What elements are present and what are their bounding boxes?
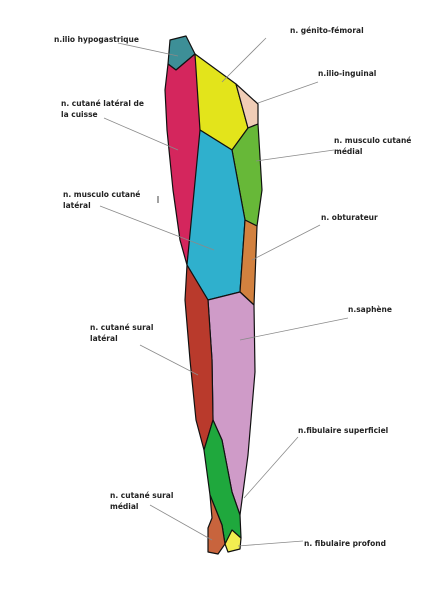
label-cutane-sural-lateral-line2: latéral: [90, 334, 118, 343]
label-fibulaire-superficiel: n.fibulaire superficiel: [298, 426, 388, 435]
leader-genito-femoral: [221, 37, 267, 83]
label-fibulaire-profond: n. fibulaire profond: [304, 539, 386, 548]
label-genito-femoral: n. génito-fémoral: [290, 26, 364, 35]
label-cutane-sural-medial-line1: n. cutané sural: [110, 491, 173, 500]
label-cutane-sural-lateral-line1: n. cutané sural: [90, 323, 153, 332]
leader-fibulaire-profond: [237, 540, 304, 547]
leader-musculo-cutane-lateral: [99, 205, 215, 251]
leader-fibulaire-superficiel: [243, 436, 299, 499]
leader-cutane-lateral-cuisse: [103, 117, 179, 151]
leader-cutane-sural-medial: [149, 504, 213, 541]
label-cutane-lateral-cuisse-line1: n. cutané latéral de: [61, 99, 144, 108]
label-musculo-cutane-medial-line1: n. musculo cutané: [334, 136, 411, 145]
label-cutane-lateral-cuisse-line2: la cuisse: [61, 110, 98, 119]
label-saphene: n.saphène: [348, 305, 392, 314]
label-ilio-inguinal: n.ilio-inguinal: [318, 69, 376, 78]
leader-musculo-cutane-medial: [255, 149, 335, 162]
label-obturateur: n. obturateur: [321, 213, 378, 222]
region-cutane-sural-medial: [207, 494, 226, 555]
label-ilio-hypogastrique: n.ilio hypogastrique: [54, 35, 139, 44]
leader-ilio-inguinal: [257, 81, 319, 104]
leader-obturateur: [251, 224, 321, 261]
label-musculo-cutane-medial-line2: médial: [334, 147, 362, 156]
label-cutane-sural-medial-line2: médial: [110, 502, 138, 511]
region-fibulaire-profond: [224, 529, 242, 553]
leader-ilio-hypogastrique: [117, 42, 179, 57]
label-musculo-cutane-lateral-line1: n. musculo cutané: [63, 190, 140, 199]
leader-saphene: [239, 317, 349, 341]
leader-cutane-sural-lateral: [139, 344, 199, 376]
label-musculo-cutane-lateral-line2: latéral: [63, 201, 91, 210]
